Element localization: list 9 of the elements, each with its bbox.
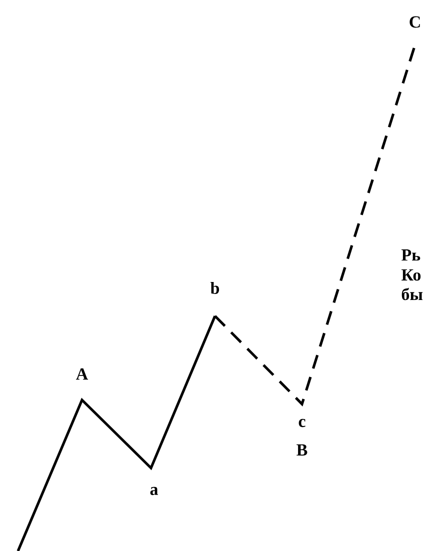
wave-label: a: [150, 486, 158, 496]
wave-label: b: [210, 282, 220, 294]
wave-label: Ко: [402, 269, 421, 281]
wave-label: Рь: [402, 249, 420, 261]
wave-label: B: [296, 444, 308, 456]
wave-label: бы: [402, 288, 423, 300]
wave-label: C: [410, 16, 420, 28]
wave-label: A: [76, 368, 88, 380]
wave-label: c: [298, 418, 306, 428]
